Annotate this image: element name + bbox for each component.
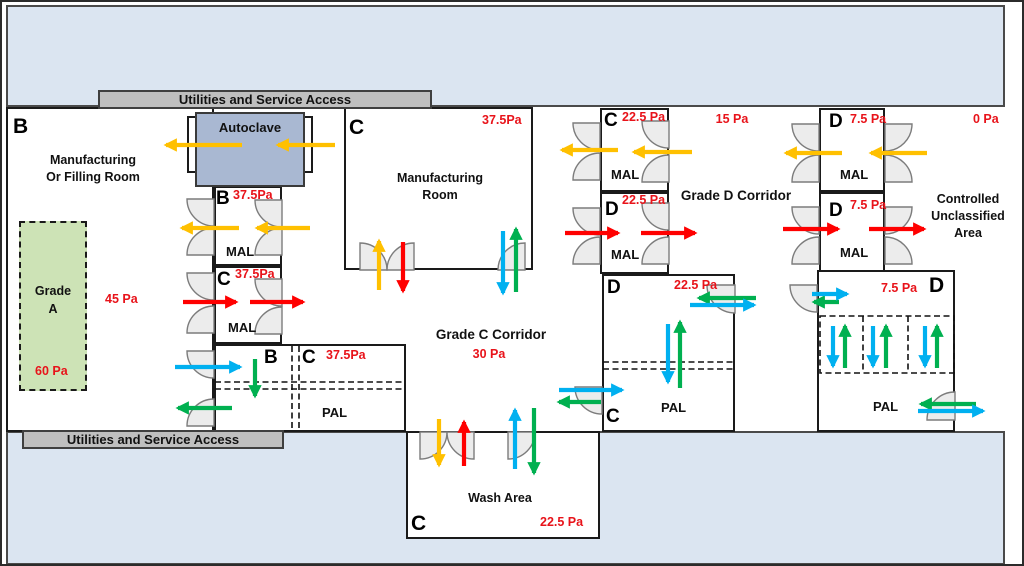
mal-d1-pressure: 22.5 Pa [622, 193, 666, 207]
cua-name-line2: Unclassified [931, 209, 1005, 223]
grade-a-label-line2: A [48, 302, 58, 316]
pal-d-pressure: 7.5 Pa [881, 281, 918, 295]
cua-pressure: 0 Pa [973, 112, 999, 126]
mal-d1-grade: D [605, 199, 619, 220]
mal-c2-grade: C [604, 110, 618, 131]
mal-c2-label: MAL [611, 167, 640, 182]
autoclave: Autoclave [195, 112, 305, 187]
wash-area-grade: C [411, 512, 427, 535]
pal-bc-grade-b: B [264, 347, 278, 368]
corridor-c-pressure: 30 Pa [472, 347, 506, 361]
corridor-d-name: Grade D Corridor [680, 188, 792, 203]
pal-bc-label: PAL [322, 405, 348, 420]
pal-d-grade: D [929, 274, 945, 297]
pal-dc-pressure: 22.5 Pa [674, 278, 718, 292]
grade-a-zone [19, 221, 87, 391]
pal-bc-grade-c: C [302, 347, 316, 368]
mal-d1-label: MAL [611, 247, 640, 262]
mfg-room-grade: C [349, 116, 365, 139]
wash-area-name: Wash Area [468, 491, 532, 505]
mal-d3-pressure: 7.5 Pa [850, 198, 887, 212]
room-b-pressure: 45 Pa [105, 292, 138, 306]
mal-c-pressure: 37.5Pa [235, 267, 275, 281]
wash-area-pressure: 22.5 Pa [540, 515, 584, 529]
corridor-c-name: Grade C Corridor [435, 327, 547, 342]
mfg-room-pressure: 37.5Pa [482, 113, 522, 127]
room-b-name-line2: Or Filling Room [46, 170, 140, 184]
mal-d3-label: MAL [840, 245, 869, 260]
corridor-d-pressure: 15 Pa [715, 112, 749, 126]
pal-d-label: PAL [873, 399, 899, 414]
pal-dc-grade-c: C [606, 406, 620, 427]
mal-d2-grade: D [829, 111, 843, 132]
pal-bc-room [214, 344, 406, 432]
mfg-room-name-line2: Room [422, 188, 458, 202]
mal-b-grade: B [216, 188, 230, 209]
bottom-service-access-bar: Utilities and Service Access [22, 430, 284, 449]
mal-b-pressure: 37.5Pa [233, 188, 273, 202]
grade-a-pressure: 60 Pa [35, 364, 68, 378]
pal-dc-label: PAL [661, 400, 687, 415]
room-b-grade: B [13, 115, 29, 138]
mal-c2-pressure: 22.5 Pa [622, 110, 666, 124]
mal-d3-grade: D [829, 200, 843, 221]
mal-d2-pressure: 7.5 Pa [850, 112, 887, 126]
cua-name-line1: Controlled [936, 192, 1000, 206]
grade-a-label-line1: Grade [34, 284, 72, 298]
top-service-access-bar: Utilities and Service Access [98, 90, 432, 109]
cua-name-line3: Area [954, 226, 982, 240]
top-service-access-label: Utilities and Service Access [178, 92, 352, 107]
mal-c-grade: C [217, 269, 231, 290]
autoclave-label: Autoclave [218, 120, 282, 135]
mal-b-label: MAL [226, 244, 255, 259]
mal-d2-label: MAL [840, 167, 869, 182]
mal-c-label: MAL [228, 320, 257, 335]
room-b-name-line1: Manufacturing [49, 153, 137, 167]
mfg-room-name-line1: Manufacturing [396, 171, 484, 185]
pal-bc-pressure: 37.5Pa [326, 348, 366, 362]
bottom-service-access-label: Utilities and Service Access [66, 432, 240, 447]
pal-dc-grade-d: D [607, 277, 621, 298]
